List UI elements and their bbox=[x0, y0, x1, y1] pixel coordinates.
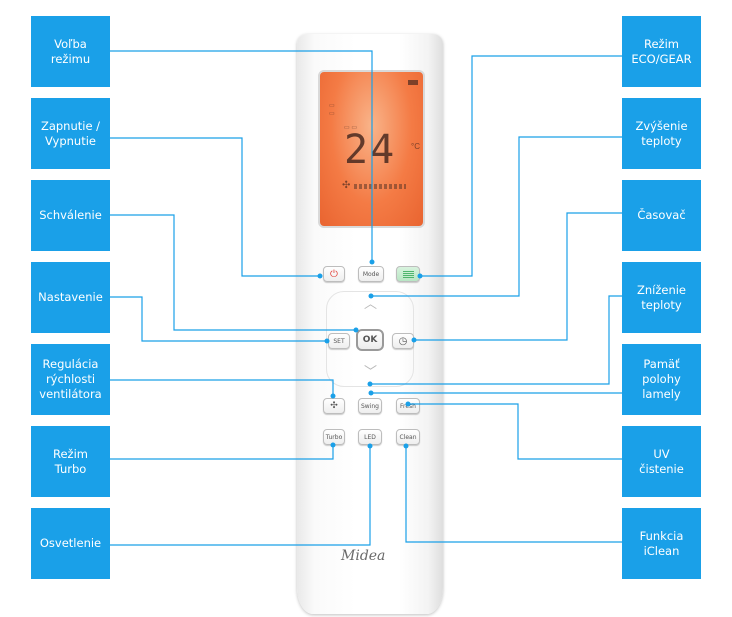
label-mode-select: Voľba režimu bbox=[31, 16, 110, 87]
label-confirm: Schválenie bbox=[31, 180, 110, 251]
label-louver-memory: Pamäť polohy lamely bbox=[622, 344, 701, 415]
label-temp-up: Zvýšenie teploty bbox=[622, 98, 701, 169]
lcd-mode-indicator: ▭ bbox=[329, 103, 335, 109]
connector-power bbox=[110, 137, 320, 277]
led-button[interactable]: LED bbox=[358, 429, 382, 445]
lcd-fan-speed-bar bbox=[354, 184, 406, 189]
temp-down-button[interactable]: ﹀ bbox=[364, 365, 378, 380]
lcd-fan-icon: ✣ bbox=[342, 180, 351, 191]
label-eco-gear: Režim ECO/GEAR bbox=[622, 16, 701, 87]
label-setting: Nastavenie bbox=[31, 262, 110, 333]
timer-button[interactable]: ◷ bbox=[392, 333, 414, 349]
mode-button[interactable]: Mode bbox=[358, 266, 384, 282]
lcd-sub-indicator: ▭ bbox=[329, 111, 335, 117]
power-icon: ⏻ bbox=[330, 268, 338, 280]
fan-icon: ✣ bbox=[330, 401, 338, 411]
eco-icon bbox=[402, 270, 414, 278]
connector-eco bbox=[420, 55, 622, 277]
battery-icon bbox=[408, 80, 418, 85]
temp-up-button[interactable]: ︿ bbox=[364, 297, 378, 312]
connector-timer bbox=[414, 212, 622, 341]
power-button[interactable]: ⏻ bbox=[323, 266, 345, 282]
clean-button[interactable]: Clean bbox=[396, 429, 420, 445]
lcd-temperature: 24 bbox=[344, 127, 397, 173]
lcd-display: ▭ ▭ ▭ ▭ 24 °C ✣ bbox=[318, 70, 425, 228]
eco-gear-button[interactable] bbox=[396, 266, 420, 282]
label-iclean: Funkcia iClean bbox=[622, 508, 701, 579]
lcd-unit: °C bbox=[411, 142, 420, 151]
label-turbo: Režim Turbo bbox=[31, 426, 110, 497]
label-timer: Časovač bbox=[622, 180, 701, 251]
ok-button[interactable]: OK bbox=[356, 329, 384, 351]
turbo-button[interactable]: Turbo bbox=[323, 429, 345, 445]
connector-set bbox=[110, 296, 327, 342]
brand-logo: Midea bbox=[341, 548, 386, 564]
label-temp-down: Zníženie teploty bbox=[622, 262, 701, 333]
swing-button[interactable]: Swing bbox=[358, 398, 382, 414]
fan-speed-button[interactable]: ✣ bbox=[323, 398, 345, 414]
label-lighting: Osvetlenie bbox=[31, 508, 110, 579]
label-fan-speed: Regulácia rýchlosti ventilátora bbox=[31, 344, 110, 415]
label-uv-clean: UV čistenie bbox=[622, 426, 701, 497]
fresh-button[interactable]: Fresh bbox=[396, 398, 420, 414]
set-button[interactable]: SET bbox=[328, 333, 350, 349]
label-power: Zapnutie / Vypnutie bbox=[31, 98, 110, 169]
timer-icon: ◷ bbox=[398, 335, 408, 347]
